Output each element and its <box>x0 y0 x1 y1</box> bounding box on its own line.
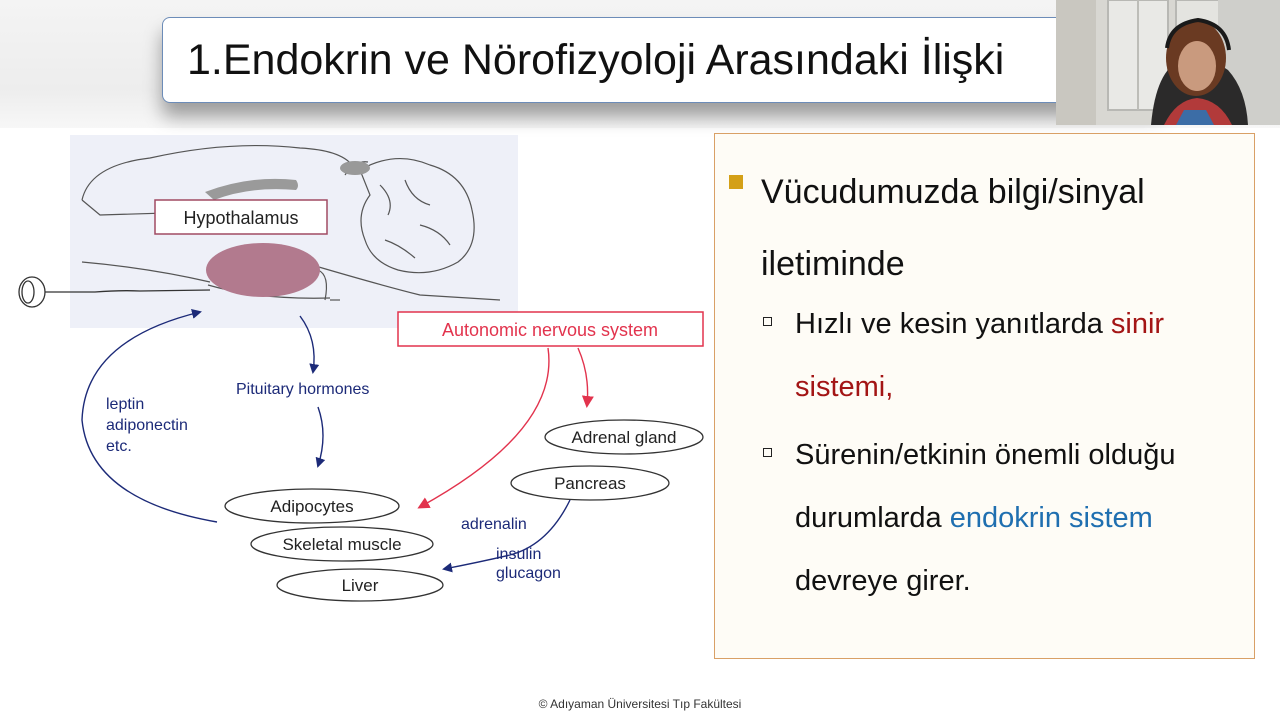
pancreas-node <box>510 465 670 501</box>
hollow-square-bullet-icon <box>763 317 772 326</box>
pituitary-to-adipocytes-arrow <box>315 406 326 468</box>
adipocytes-node <box>224 488 400 524</box>
sub-bullet-2-post: devreye girer. <box>795 565 971 597</box>
eye-icon <box>18 276 211 308</box>
adipocytes-label: Adipocytes <box>270 497 353 516</box>
hypothalamus-region-icon <box>206 243 320 297</box>
feedback-leptin-arrow <box>81 309 218 523</box>
sub-bullet-2-text: Sürenin/etkinin önemli olduğu durumlarda… <box>795 424 1255 613</box>
glucagon-label: glucagon <box>496 565 561 582</box>
hypothalamus-label: Hypothalamus <box>183 208 298 228</box>
brain-tract-icon <box>205 178 298 200</box>
liver-label: Liver <box>342 576 379 595</box>
slide-title: 1.Endokrin ve Nörofizyoloji Arasındaki İ… <box>187 36 1005 84</box>
endocrine-diagram: Hypothalamus Autonomic nervous system Pi… <box>18 135 704 602</box>
ans-label: Autonomic nervous system <box>442 320 658 340</box>
adrenal-gland-label: Adrenal gland <box>572 428 677 447</box>
sub-bullet-1-text: Hızlı ve kesin yanıtlarda sinir sistemi, <box>795 293 1255 419</box>
hollow-square-bullet-icon <box>763 448 772 457</box>
pineal-icon <box>340 161 370 175</box>
slide-footer: © Adıyaman Üniversitesi Tıp Fakültesi <box>538 697 742 711</box>
square-bullet-icon <box>729 175 743 189</box>
leptin-label: leptin <box>106 396 144 413</box>
liver-node <box>276 568 444 602</box>
ans-to-adrenal-arrow <box>577 347 594 408</box>
sub-bullet-1-pre: Hızlı ve kesin yanıtlarda <box>795 308 1111 340</box>
hypothalamus-label-box <box>154 199 328 235</box>
adiponectin-label: adiponectin <box>106 417 188 434</box>
skeletal-muscle-node <box>250 526 434 562</box>
presenter-video-icon <box>1056 0 1280 125</box>
insulin-label: insulin <box>496 546 541 563</box>
title-box: 1.Endokrin ve Nörofizyoloji Arasındaki İ… <box>162 17 1164 103</box>
skeletal-muscle-label: Skeletal muscle <box>282 535 401 554</box>
presenter-webcam <box>1056 0 1280 125</box>
sub-bullet-1-highlight: sinir sistemi, <box>795 308 1165 403</box>
main-bullet-text: Vücudumuzda bilgi/sinyal iletiminde <box>761 173 1145 283</box>
pituitary-label: Pituitary hormones <box>236 381 369 398</box>
pancreas-label: Pancreas <box>554 474 626 493</box>
ans-to-adipocytes-arrow <box>417 347 550 509</box>
etc-label: etc. <box>106 438 132 455</box>
adrenalin-label: adrenalin <box>461 516 527 533</box>
text-panel: Vücudumuzda bilgi/sinyal iletiminde Hızl… <box>714 133 1255 659</box>
ans-label-box <box>397 311 704 347</box>
sub-bullet-2-highlight: endokrin sistem <box>949 502 1153 534</box>
hypothalamus-to-pituitary-arrow <box>299 315 320 374</box>
pancreas-to-liver-arrow <box>442 499 571 573</box>
adrenal-gland-node <box>544 419 704 455</box>
sub-bullet-2-pre: Sürenin/etkinin önemli olduğu durumlarda <box>795 439 1176 534</box>
